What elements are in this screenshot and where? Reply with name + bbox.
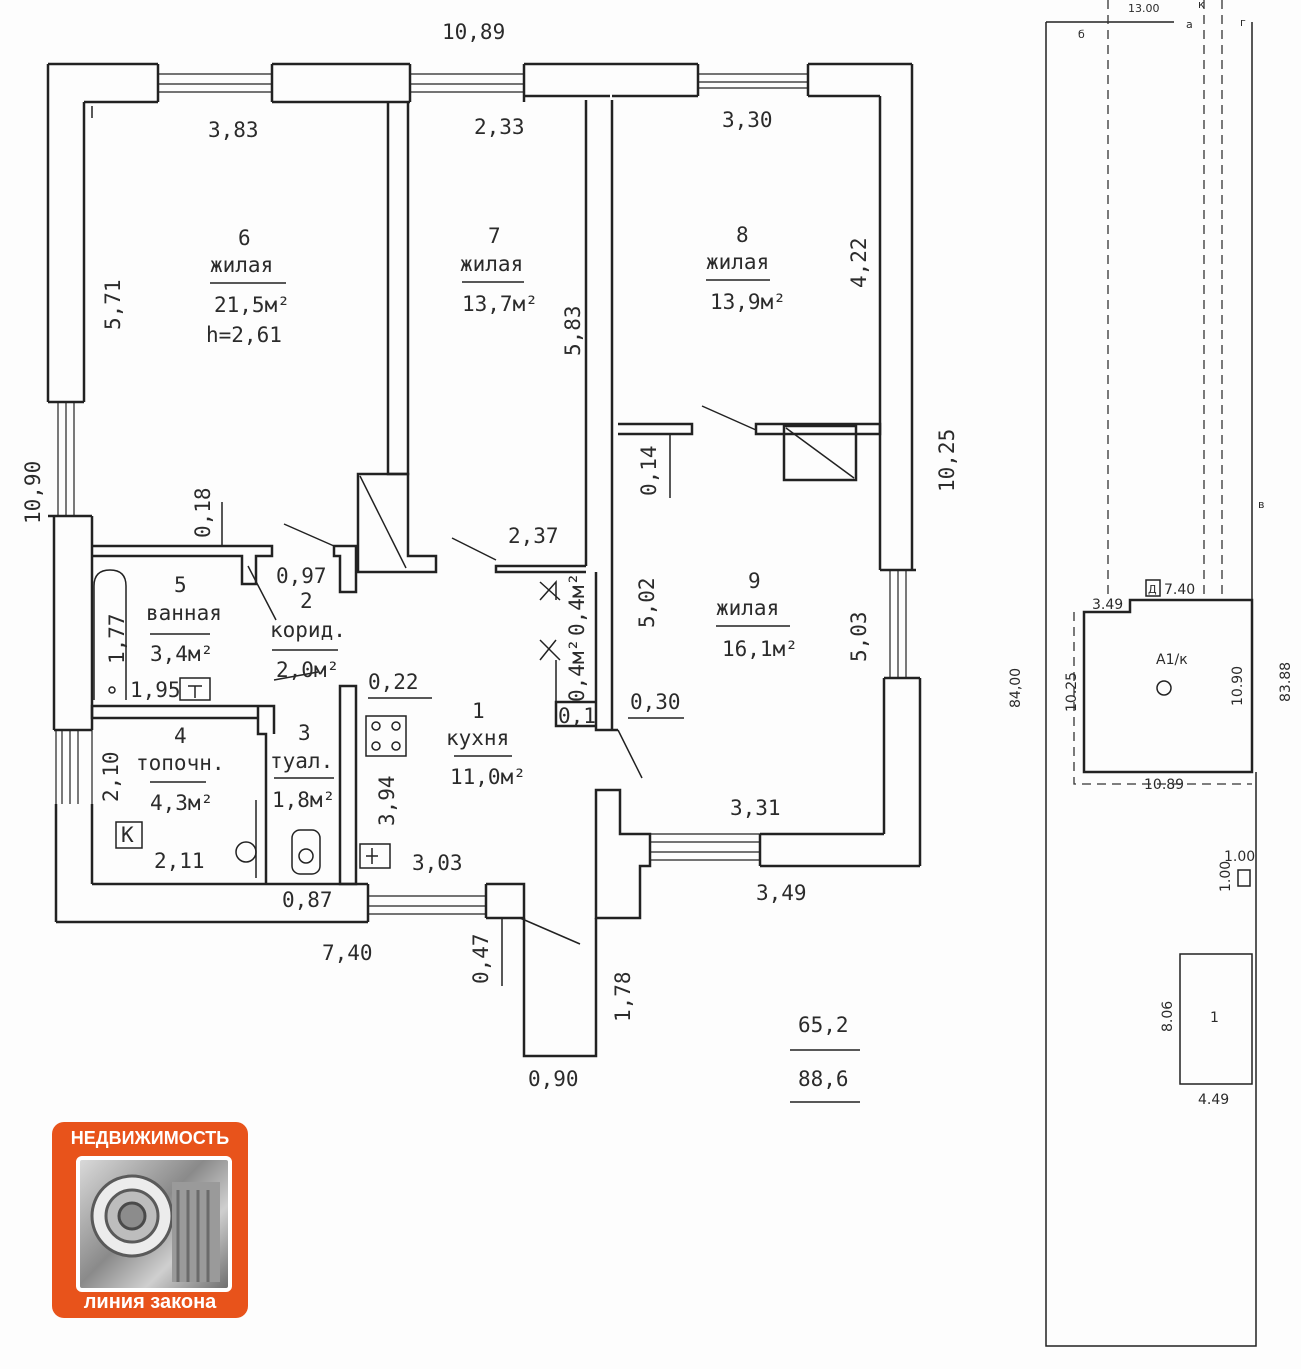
logo-top-text: НЕДВИЖИМОСТЬ [70,1128,230,1148]
room-9-name: жилая [716,596,779,620]
dim-r6-side: 5,71 [101,279,125,330]
dim-r6-top: 3,83 [208,118,259,142]
logo-bottom-text: линия закона [83,1291,217,1313]
room-2-number: 2 [300,589,313,613]
dim-r9-side: 5,02 [635,577,659,628]
column-capital-image [76,1156,232,1292]
room-9-number: 9 [748,569,761,593]
fence-letter: б [1078,28,1085,41]
well-width: 1.00 [1224,849,1255,865]
fence-letter: к [1198,0,1205,11]
fence-letter: а [1186,18,1193,31]
dim-bath-side: 1,77 [105,613,129,664]
area-summary: 65,2 88,6 [790,1013,860,1103]
shed-label: 1 [1210,1010,1219,1026]
stove-mark: К [121,823,134,847]
room-4-name: топочн. [136,751,225,775]
room-8-name: жилая [706,250,769,274]
company-logo: НЕДВИЖИМОСТЬ линия закона [52,1122,248,1318]
dim-0-97: 0,97 [276,564,327,588]
dim-0-90: 0,90 [528,1067,579,1091]
door-mark: Д [1148,583,1157,596]
porch-outline [522,918,598,1058]
dim-kitchen-bottom: 3,03 [412,851,463,875]
dim-r9-side2: 5,03 [847,611,871,662]
site-house-label: А1/к [1156,652,1188,668]
dim-0-30: 0,30 [630,690,681,714]
dim-r8-side: 4,22 [847,237,871,288]
room-5-number: 5 [174,573,187,597]
dim-1-78: 1,78 [611,971,635,1022]
room-4-area: 4,3м² [150,791,213,815]
living-area-value: 65,2 [798,1013,849,1037]
dim-0-87: 0,87 [282,888,333,912]
dim-0-4-upper: 0,4м² [565,573,589,636]
room-6-height: h=2,61 [206,323,282,347]
dim-0-4-lower: 0,4м² [565,639,589,702]
room-9-area: 16,1м² [722,637,798,661]
site-house-bottom: 10.89 [1144,777,1184,793]
total-area-value: 88,6 [798,1067,849,1091]
fence-letter: г [1240,16,1246,29]
dim-2-37: 2,37 [508,524,559,548]
fence-letter: в [1258,498,1264,511]
site-right-length: 83.88 [1278,662,1294,702]
room-3-area: 1,8м² [272,788,335,812]
dim-r7-side: 5,83 [561,305,585,356]
well-height: 1.00 [1218,861,1234,892]
room-6-area: 21,5м² [214,293,290,317]
room-7-area: 13,7м² [462,292,538,316]
room-3-number: 3 [298,721,311,745]
room-3-name: туал. [270,749,333,773]
room-8-area: 13,9м² [710,290,786,314]
site-house-top-left: 3.49 [1092,597,1123,613]
outer-walls [46,62,922,924]
dim-left-total: 10,90 [21,461,45,524]
room-1-area: 11,0м² [450,765,526,789]
fence-markers: б а к г в [1078,0,1264,511]
room-5-area: 3,4м² [150,642,213,666]
dim-r9-bottom: 3,31 [730,796,781,820]
dim-r7-top: 2,33 [474,115,525,139]
site-house-left: 10.25 [1064,672,1080,712]
room-5-name: ванная [146,601,222,625]
dim-bottom-right: 3,49 [756,881,807,905]
room-labels: 6 жилая 21,5м² h=2,61 7 жилая 13,7м² 8 ж… [121,223,798,847]
room-6-number: 6 [238,226,251,250]
site-top-dimension: 13.00 [1128,2,1160,15]
dim-r8-top: 3,30 [722,108,773,132]
room-6-name: жилая [210,253,273,277]
site-plan: 13.00 б а к г в Д 7.40 3.49 А1/к 10.25 1… [1008,0,1294,1347]
room-8-number: 8 [736,223,749,247]
inner-walls [90,100,882,986]
dim-boiler-side: 2,10 [99,751,123,802]
site-length: 84,00 [1008,668,1024,708]
site-house-right: 10.90 [1230,666,1246,706]
room-2-name: корид. [270,618,346,642]
room-7-number: 7 [488,224,501,248]
dim-bath-bottom: 1,95 [130,678,181,702]
dimension-labels: 10,89 10,90 10,25 3,83 5,71 2,33 5,83 3,… [21,20,959,1091]
shed-width: 4.49 [1198,1092,1229,1108]
dim-0-14: 0,14 [637,445,661,496]
shed-height: 8.06 [1160,1001,1176,1032]
room-1-number: 1 [472,699,485,723]
room-1-name: кухня [446,726,509,750]
room-7-name: жилая [460,252,523,276]
dim-top-total: 10,89 [442,20,505,44]
dim-boiler-bottom: 2,11 [154,849,205,873]
dim-0-22: 0,22 [368,670,419,694]
site-house-top: 7.40 [1164,582,1195,598]
dim-0-47: 0,47 [469,933,493,984]
room-4-number: 4 [174,724,187,748]
dim-0-18: 0,18 [191,487,215,538]
dim-toilet-side: 3,94 [375,775,399,826]
dim-right-total: 10,25 [935,429,959,492]
dim-0-1: 0,1 [558,704,596,728]
room-2-area: 2,0м² [276,658,339,682]
dim-bottom-left: 7,40 [322,941,373,965]
